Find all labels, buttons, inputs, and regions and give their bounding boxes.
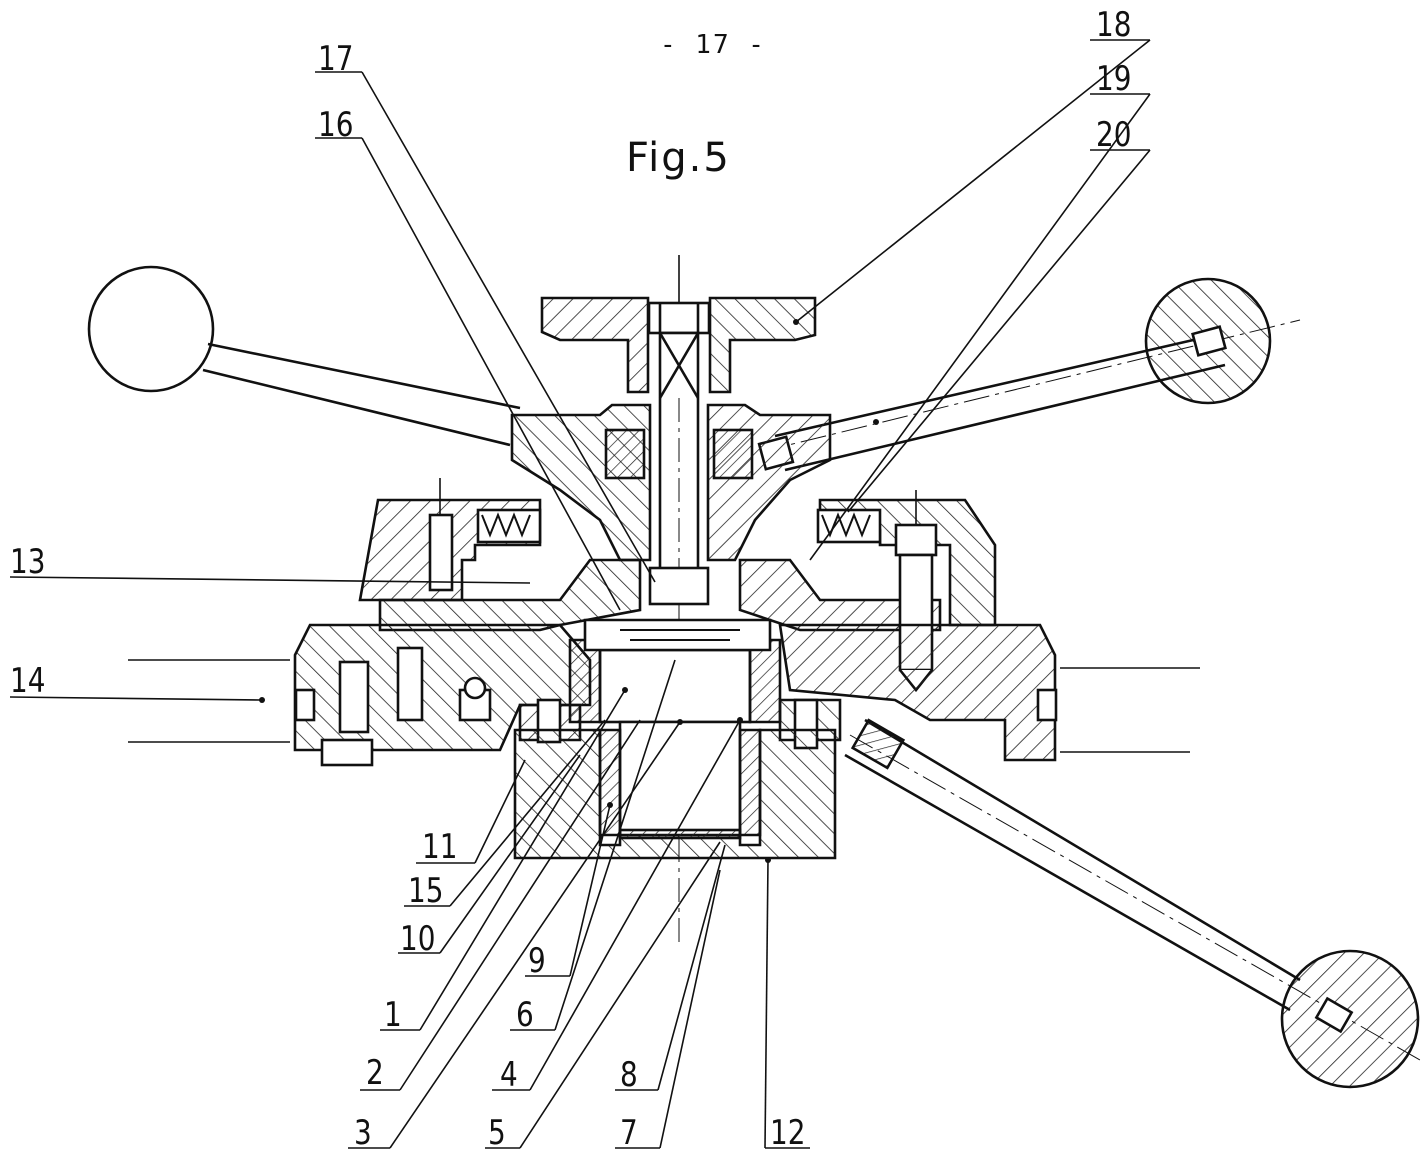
upper-housing bbox=[358, 478, 997, 693]
page-number: - 17 - bbox=[660, 30, 766, 60]
ref-numeral-14: 14 bbox=[10, 661, 46, 701]
ref-numeral-19: 19 bbox=[1096, 59, 1132, 99]
right-lower-lever-handle bbox=[844, 718, 1421, 1089]
valve-body bbox=[128, 623, 1200, 767]
ref-numeral-8: 8 bbox=[620, 1055, 638, 1095]
figure-title: Fig.5 bbox=[626, 135, 731, 181]
ref-numeral-20: 20 bbox=[1096, 115, 1132, 155]
ref-numeral-12: 12 bbox=[770, 1113, 806, 1153]
ref-numeral-16: 16 bbox=[318, 105, 354, 145]
right-upper-lever-handle bbox=[757, 277, 1301, 472]
ref-numeral-4: 4 bbox=[500, 1055, 518, 1095]
hand-wheel bbox=[540, 255, 817, 394]
ref-numeral-6: 6 bbox=[516, 995, 534, 1035]
ref-numeral-3: 3 bbox=[354, 1113, 372, 1153]
leader-lines bbox=[9, 39, 1151, 1149]
central-spindle bbox=[648, 331, 710, 945]
ref-numeral-10: 10 bbox=[400, 919, 436, 959]
ref-numeral-15: 15 bbox=[408, 871, 444, 911]
ref-numeral-18: 18 bbox=[1096, 5, 1132, 45]
ref-numeral-9: 9 bbox=[528, 941, 546, 981]
left-lever-handle bbox=[87, 265, 521, 447]
ref-numeral-5: 5 bbox=[488, 1113, 506, 1153]
ref-numeral-13: 13 bbox=[10, 542, 46, 582]
lever-hub bbox=[510, 403, 832, 562]
ref-numeral-1: 1 bbox=[384, 995, 402, 1035]
ref-numeral-2: 2 bbox=[366, 1053, 384, 1093]
ref-numeral-11: 11 bbox=[422, 827, 458, 867]
ref-numeral-7: 7 bbox=[620, 1113, 638, 1153]
ref-numeral-17: 17 bbox=[318, 39, 354, 79]
